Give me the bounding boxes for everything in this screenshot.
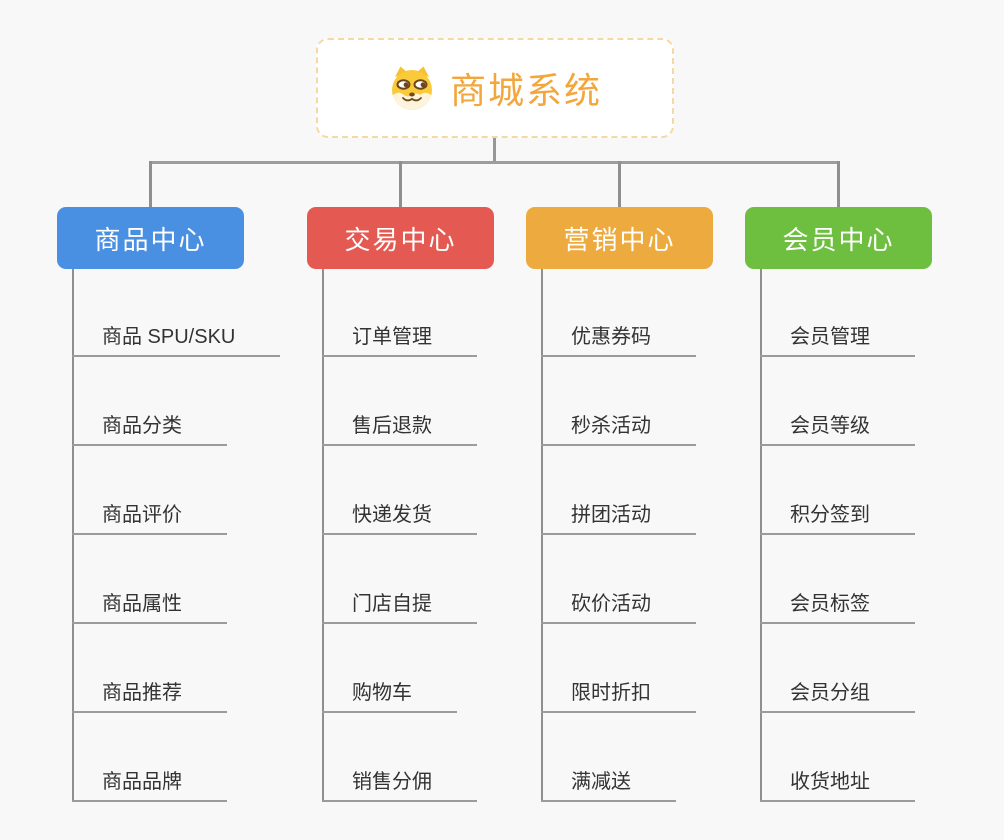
drop-line-marketing bbox=[618, 161, 621, 208]
node-flash-sale[interactable]: 秒杀活动 bbox=[541, 413, 696, 446]
node-shipping-address[interactable]: 收货地址 bbox=[760, 769, 915, 802]
node-member-level[interactable]: 会员等级 bbox=[760, 413, 915, 446]
root-stem-line bbox=[493, 138, 496, 162]
drop-line-members bbox=[837, 161, 840, 208]
node-sales-commission[interactable]: 销售分佣 bbox=[322, 769, 477, 802]
root-node[interactable]: 商城系统 bbox=[316, 38, 674, 138]
node-product-recommend[interactable]: 商品推荐 bbox=[72, 680, 227, 713]
trunk-line-marketing bbox=[541, 269, 543, 802]
node-coupon-code[interactable]: 优惠券码 bbox=[541, 324, 696, 357]
node-product-category[interactable]: 商品分类 bbox=[72, 413, 227, 446]
node-shopping-cart[interactable]: 购物车 bbox=[322, 680, 457, 713]
node-order-management[interactable]: 订单管理 bbox=[322, 324, 477, 357]
node-product-attribute[interactable]: 商品属性 bbox=[72, 591, 227, 624]
branch-node-members[interactable]: 会员中心 bbox=[745, 207, 932, 269]
node-spend-save[interactable]: 满减送 bbox=[541, 769, 676, 802]
trunk-line-members bbox=[760, 269, 762, 802]
node-store-pickup[interactable]: 门店自提 bbox=[322, 591, 477, 624]
branch-rail-line bbox=[149, 161, 840, 164]
node-product-spu-sku[interactable]: 商品 SPU/SKU bbox=[72, 324, 281, 357]
trunk-line-products bbox=[72, 269, 74, 802]
node-express-delivery[interactable]: 快递发货 bbox=[322, 502, 477, 535]
branch-node-marketing[interactable]: 营销中心 bbox=[526, 207, 713, 269]
branch-node-products[interactable]: 商品中心 bbox=[57, 207, 244, 269]
node-group-buy[interactable]: 拼团活动 bbox=[541, 502, 696, 535]
drop-line-trade bbox=[399, 161, 402, 208]
node-member-management[interactable]: 会员管理 bbox=[760, 324, 915, 357]
branch-node-trade[interactable]: 交易中心 bbox=[307, 207, 494, 269]
node-aftersale-refund[interactable]: 售后退款 bbox=[322, 413, 477, 446]
node-limited-discount[interactable]: 限时折扣 bbox=[541, 680, 696, 713]
node-points-checkin[interactable]: 积分签到 bbox=[760, 502, 915, 535]
shiba-dog-icon bbox=[391, 66, 432, 110]
node-member-groups[interactable]: 会员分组 bbox=[760, 680, 915, 713]
node-product-brand[interactable]: 商品品牌 bbox=[72, 769, 227, 802]
drop-line-products bbox=[149, 161, 152, 208]
trunk-line-trade bbox=[322, 269, 324, 802]
node-member-tags[interactable]: 会员标签 bbox=[760, 591, 915, 624]
node-bargain-activity[interactable]: 砍价活动 bbox=[541, 591, 696, 624]
node-product-review[interactable]: 商品评价 bbox=[72, 502, 227, 535]
root-node-title: 商城系统 bbox=[449, 70, 602, 111]
